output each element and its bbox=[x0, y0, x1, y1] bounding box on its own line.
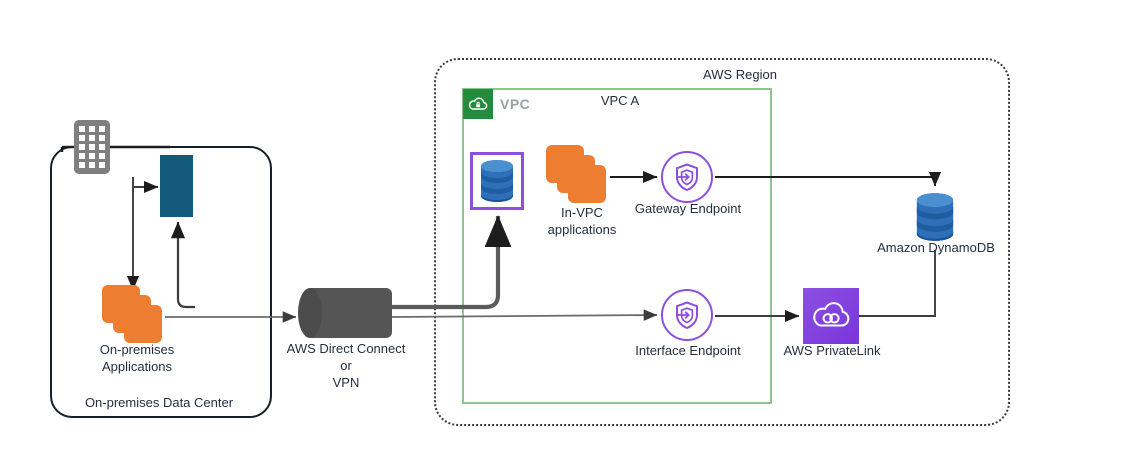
in-vpc-applications-label-line2: applications bbox=[547, 222, 617, 237]
in-vpc-applications-label-line1: In-VPC bbox=[561, 205, 603, 220]
direct-connect-label-line3: VPN bbox=[332, 375, 360, 390]
aws-region-label: AWS Region bbox=[703, 67, 777, 82]
vpc-endpoint-shield-icon bbox=[676, 301, 698, 330]
aws-privatelink-label: AWS PrivateLink bbox=[783, 343, 881, 358]
on-premises-applications-label-line1: On-premises bbox=[99, 342, 175, 357]
vpc-badge bbox=[463, 89, 493, 119]
on-premises-data-center-label: On-premises Data Center bbox=[84, 395, 234, 410]
vpc-badge-label: VPC bbox=[500, 96, 531, 112]
interface-endpoint-icon bbox=[661, 289, 713, 341]
amazon-dynamodb-label: Amazon DynamoDB bbox=[877, 240, 995, 255]
interface-endpoint-label: Interface Endpoint bbox=[635, 343, 741, 358]
data-center-building-icon bbox=[74, 120, 110, 174]
vpc-a-container bbox=[462, 88, 772, 404]
vpc-a-label: VPC A bbox=[600, 93, 640, 108]
vpc-dynamodb-icon bbox=[470, 152, 524, 210]
aws-privatelink-icon bbox=[803, 288, 859, 344]
gateway-endpoint-icon bbox=[661, 151, 713, 203]
gateway-endpoint-label: Gateway Endpoint bbox=[634, 201, 742, 216]
on-premises-server-icon bbox=[160, 155, 193, 217]
vpc-cloud-lock-icon bbox=[468, 97, 488, 110]
aws-region-container bbox=[434, 58, 1010, 426]
amazon-dynamodb-icon bbox=[912, 192, 958, 242]
aws-direct-connect-icon bbox=[298, 288, 392, 338]
vpc-endpoint-shield-icon bbox=[676, 163, 698, 192]
on-premises-applications-icon bbox=[102, 285, 164, 343]
direct-connect-label-line2: or bbox=[340, 358, 352, 373]
on-premises-applications-label-line2: Applications bbox=[101, 359, 173, 374]
direct-connect-label-line1: AWS Direct Connect bbox=[286, 341, 406, 356]
in-vpc-applications-icon bbox=[546, 145, 608, 203]
dynamodb-database-icon bbox=[481, 160, 513, 202]
privatelink-cloud-links-icon bbox=[813, 302, 850, 327]
dynamodb-database-icon bbox=[916, 193, 954, 241]
